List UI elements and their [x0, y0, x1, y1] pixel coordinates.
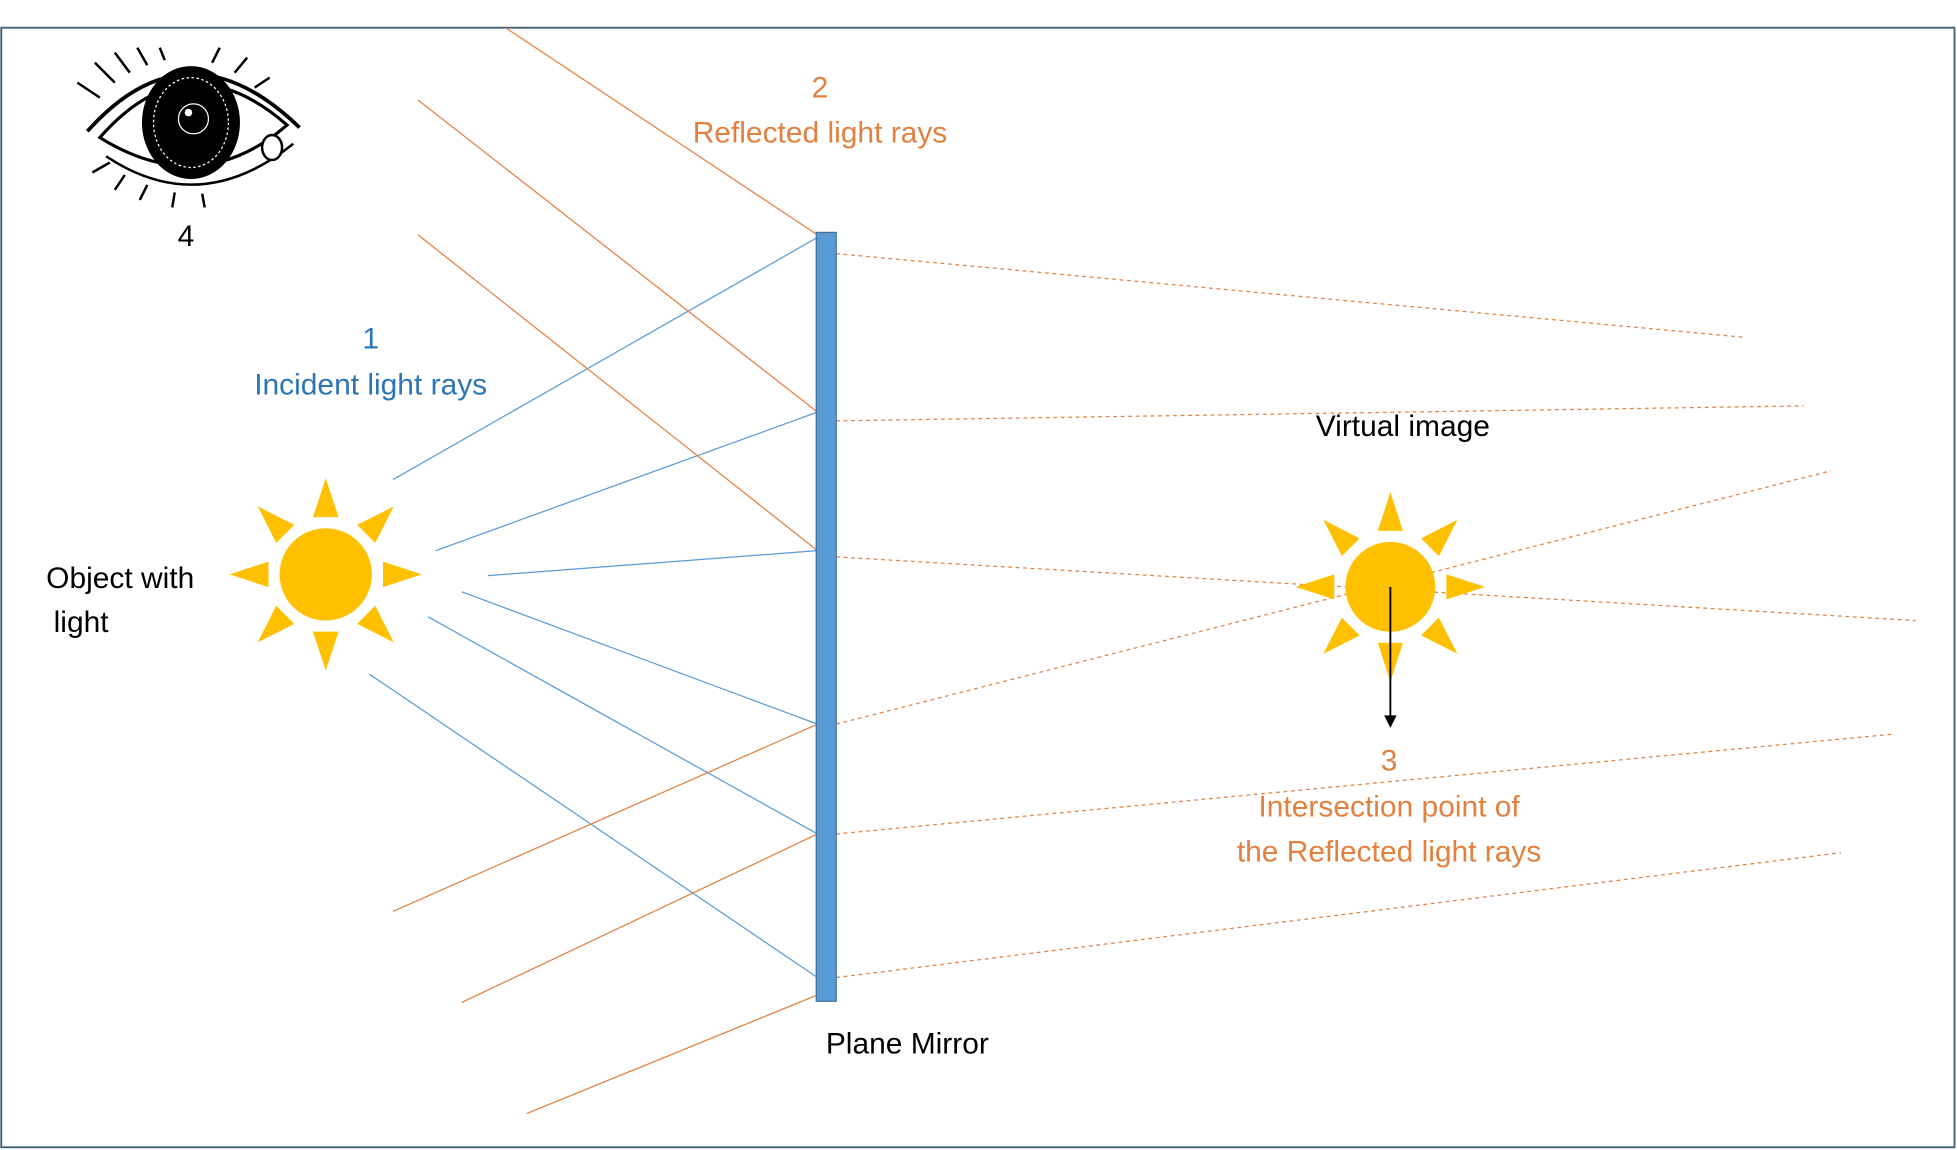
virtual-ray [836, 252, 1744, 338]
virtual-ray [836, 733, 1894, 835]
reflected-ray [392, 723, 818, 912]
reflected-rays-label: Reflected light rays [693, 117, 948, 150]
virtual-image-label: Virtual image [1316, 410, 1490, 443]
incident-ray [487, 550, 818, 577]
intersection-arrow [1384, 586, 1397, 728]
sun-ray-triangle [1377, 492, 1403, 531]
eye-number: 4 [178, 220, 195, 253]
sun-ray-triangle [1421, 519, 1458, 557]
eye-icon [76, 47, 301, 208]
reflected-ray [526, 994, 818, 1115]
reflected-ray [461, 833, 818, 1004]
incident-ray [392, 236, 818, 481]
sun-ray-triangle [1295, 574, 1335, 600]
sun-ray-triangle [257, 605, 295, 643]
object-label-line2: light [54, 606, 110, 639]
incident-ray [461, 591, 818, 725]
reflected-rays [392, 27, 818, 1115]
sun-ray-triangle [1323, 617, 1360, 654]
object-label-line1: Object with [46, 562, 194, 595]
sun-ray-triangle [312, 631, 339, 671]
sun-ray-triangle [357, 506, 394, 543]
incident-ray [435, 411, 818, 552]
sun-ray-triangle [229, 561, 269, 588]
virtual-ray [836, 470, 1832, 725]
reflected-ray [417, 99, 818, 413]
sun-ray-triangle [1421, 617, 1458, 654]
incident-ray [427, 616, 818, 835]
sun-ray-triangle [312, 478, 339, 518]
incident-ray [369, 673, 818, 979]
plane-mirror-label: Plane Mirror [826, 1028, 989, 1061]
sun-ray-triangle [1446, 574, 1486, 600]
virtual-ray [836, 852, 1842, 979]
sun-disc [279, 528, 372, 621]
reflected-ray [417, 234, 818, 552]
plane-mirror [815, 231, 837, 1002]
intersection-label-line2: the Reflected light rays [1237, 835, 1542, 868]
object-sun-icon [229, 478, 422, 671]
reflected-ray [505, 27, 818, 236]
incident-rays-number: 1 [362, 322, 379, 355]
intersection-number: 3 [1381, 744, 1398, 777]
sun-ray-triangle [382, 561, 422, 588]
sun-ray-triangle [257, 506, 295, 543]
incident-rays [369, 236, 818, 979]
frame-border [0, 26, 1956, 1149]
intersection-label-line1: Intersection point of [1258, 791, 1520, 824]
sun-ray-triangle [357, 605, 394, 643]
sun-ray-triangle [1323, 519, 1360, 557]
reflected-rays-number: 2 [812, 72, 829, 105]
incident-rays-label: Incident light rays [254, 369, 487, 402]
